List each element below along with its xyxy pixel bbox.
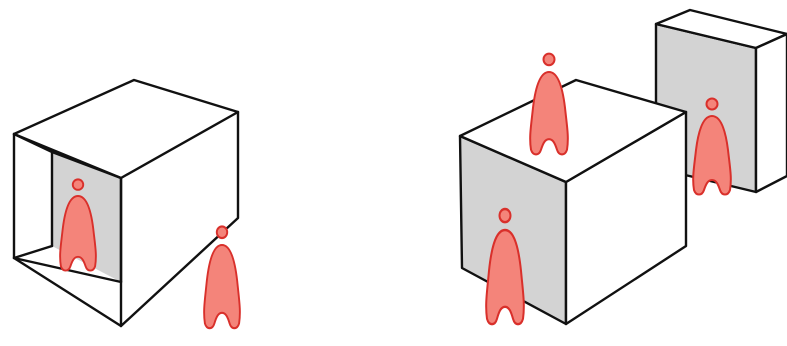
figure-on-cube [529, 52, 569, 156]
back-panel-top-face [654, 8, 787, 50]
open-box-top-rim [12, 78, 240, 180]
right-scene [458, 8, 787, 326]
back-panel-side-face [754, 32, 787, 194]
open-box-floor-back-edge [12, 244, 54, 260]
open-box [12, 78, 240, 328]
solid-cube [458, 78, 688, 326]
open-box-rim-inner-left [12, 132, 54, 154]
figure-outside-box [203, 225, 241, 330]
open-box-left-side [12, 132, 123, 328]
left-scene [12, 78, 241, 330]
open-box-right-side [119, 110, 240, 328]
